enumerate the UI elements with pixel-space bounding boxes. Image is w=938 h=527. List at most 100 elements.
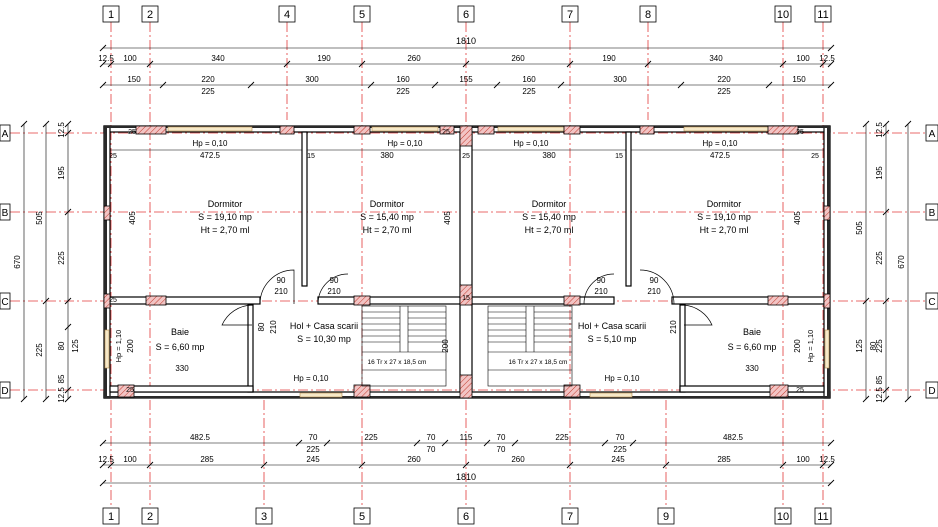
dim-bot-r2-9: 12.5 [819, 455, 835, 464]
dim-right-0: 12.5 [875, 122, 884, 138]
dim-right-c1: 80 [869, 341, 878, 350]
d200-3: 200 [793, 339, 802, 353]
dim-top-sub-0: 225 [201, 87, 215, 96]
room-7-area: S = 5,10 mp [588, 334, 637, 344]
room-2-name: Dormitor [370, 199, 405, 209]
dim-bot-r2-1: 100 [123, 455, 137, 464]
grid-col-bottom-2: 2 [147, 511, 153, 523]
d25-tl2: 25 [109, 153, 117, 160]
grid-col-bottom-7: 7 [567, 511, 573, 523]
door-90-2: 90 [330, 276, 339, 285]
dim-top-r1-8: 100 [796, 54, 810, 63]
dims-top: 1810 12.5 100 340 190 260 260 190 340 10… [98, 36, 835, 96]
dim-left-1: 195 [57, 166, 66, 180]
room-1-area: S = 19,10 mp [198, 212, 252, 222]
room-labels: Dormitor S = 19,10 mp Ht = 2,70 ml Dormi… [156, 199, 777, 352]
d25-bl: 25 [126, 387, 134, 394]
dim-bot-r1-6: 225 [555, 433, 569, 442]
grid-row-B-right: B [929, 208, 936, 219]
room-3-height: Ht = 2,70 ml [525, 225, 574, 235]
dim-left-0: 12.5 [57, 122, 66, 138]
dim-bot-r1-7: 70 [616, 433, 625, 442]
dim-top-r1-3: 190 [317, 54, 331, 63]
grid-col-4: 4 [284, 9, 290, 21]
dim-bot-r2-7: 285 [717, 455, 731, 464]
door-210-2: 210 [327, 287, 341, 296]
dim-left-c2: 125 [71, 339, 80, 353]
grid-col-2: 2 [147, 9, 153, 21]
stairs-label-right: 16 Tr x 27 x 18,5 cm [509, 359, 568, 366]
room-4-height: Ht = 2,70 ml [700, 225, 749, 235]
dim-top-r2-3: 160 [396, 75, 410, 84]
dim-top-r2-8: 150 [792, 75, 806, 84]
d330-left: 330 [175, 364, 189, 373]
door-90-4: 90 [650, 276, 659, 285]
d25-tr: 25 [796, 129, 804, 136]
room-8-area: S = 6,60 mp [728, 342, 777, 352]
grid-labels-bottom: 1 2 3 5 6 7 9 10 11 [102, 507, 832, 525]
dim-top-r1-4: 260 [407, 54, 421, 63]
grid-col-bottom-3: 3 [261, 511, 267, 523]
dim-bot-r2-3: 245 [306, 455, 320, 464]
dim-bot-r1-3: 70 [427, 433, 436, 442]
grid-col-11: 11 [817, 9, 828, 21]
d25-tr2: 25 [811, 153, 819, 160]
dim-left-5: 12.5 [57, 387, 66, 403]
walls [103, 125, 831, 399]
dim-bot-r2-5: 260 [511, 455, 525, 464]
hp-label-3: Hp = 0,10 [514, 139, 549, 148]
room-7-name: Hol + Casa scarii [578, 321, 646, 331]
dim-top-sub-3: 225 [717, 87, 731, 96]
grid-col-bottom-9: 9 [663, 511, 669, 523]
grid-col-1: 1 [108, 9, 114, 21]
d15-3: 15 [462, 295, 470, 302]
dim-right-1: 195 [875, 166, 884, 180]
columns [103, 125, 831, 399]
dim-top-r1-5: 260 [511, 54, 525, 63]
doors [221, 269, 713, 326]
dim-bot-r2-0: 12.5 [98, 455, 114, 464]
dim-bot-sub-3: 225 [613, 445, 627, 454]
dims-right: 505 125 80 225 12.5 195 225 85 12.5 670 [855, 120, 912, 403]
dim-right-c3: 225 [875, 339, 884, 353]
dim-top-r1-6: 190 [602, 54, 616, 63]
grid-col-6: 6 [463, 9, 469, 21]
hp-side-right: Hp = 1,10 [806, 330, 815, 363]
inner-1: 472.5 [200, 151, 221, 160]
grid-row-A-right: A [929, 129, 936, 140]
dim-right-outer: 505 [855, 221, 864, 235]
dim-right-c2: 125 [855, 339, 864, 353]
dim-right-3: 85 [875, 375, 884, 384]
d200-1: 200 [126, 339, 135, 353]
dim-top-sub-1: 225 [396, 87, 410, 96]
dim-bot-r1-5: 70 [497, 433, 506, 442]
d25-bl2: 25 [109, 297, 117, 304]
inner-2: 380 [380, 151, 394, 160]
grid-row-C-right: C [928, 297, 935, 308]
grid-col-bottom-5: 5 [359, 511, 365, 523]
door-210-1: 210 [274, 287, 288, 296]
d330-right: 330 [745, 364, 759, 373]
dim-top-r1-0: 12.5 [98, 54, 114, 63]
dim-bot-r2-6: 245 [611, 455, 625, 464]
dim-top-r2-2: 300 [305, 75, 319, 84]
dim-top-r2-7: 220 [717, 75, 731, 84]
dim-bot-r1-0: 482.5 [190, 433, 211, 442]
d25-t3: 25 [442, 129, 450, 136]
dim-left-outer: 505 [35, 211, 44, 225]
annotations: Hp = 0,10 Hp = 0,10 Hp = 0,10 Hp = 0,10 … [109, 129, 824, 394]
room-3-name: Dormitor [532, 199, 567, 209]
dims-left: 670 505 225 12.5 195 225 80 85 12.5 125 [13, 120, 80, 403]
door-90-1: 90 [277, 276, 286, 285]
dim-left-4: 85 [57, 374, 66, 383]
door-90-3: 90 [597, 276, 606, 285]
dim-right-4: 12.5 [875, 387, 884, 403]
door-210-right: 210 [669, 320, 678, 334]
hp-label-5: Hp = 0,10 [294, 374, 329, 383]
dim-top-r2-0: 150 [127, 75, 141, 84]
d200-2: 200 [441, 339, 450, 353]
room-1-height: Ht = 2,70 ml [201, 225, 250, 235]
stairs: 16 Tr x 27 x 18,5 cm 16 Tr x 27 x 18,5 c… [361, 305, 573, 387]
stairs-label-left: 16 Tr x 27 x 18,5 cm [368, 359, 427, 366]
room-1-name: Dormitor [208, 199, 243, 209]
